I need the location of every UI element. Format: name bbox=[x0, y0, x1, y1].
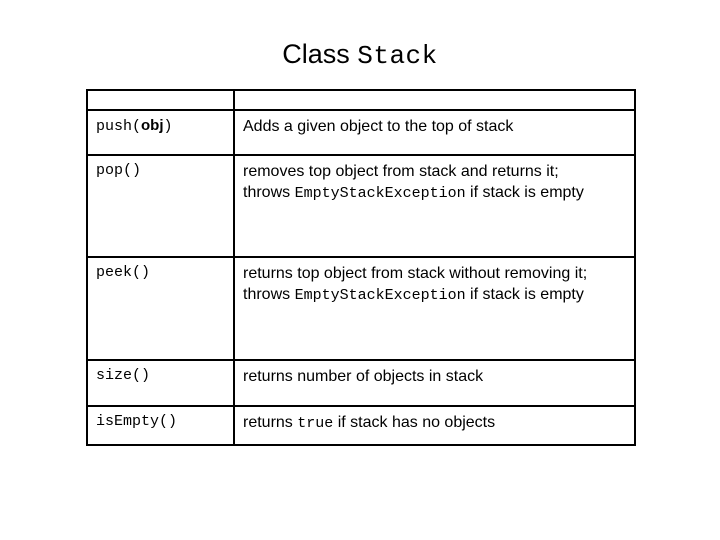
method-description-isempty: returns true if stack has no objects bbox=[233, 405, 636, 446]
method-description-push: Adds a given object to the top of stack bbox=[233, 109, 636, 156]
method-signature-push: push(obj) bbox=[86, 109, 235, 156]
stack-methods-table: push(obj) Adds a given object to the top… bbox=[86, 89, 636, 446]
desc-segment-code: true bbox=[297, 415, 334, 432]
signature-prefix: size() bbox=[96, 367, 151, 384]
signature-prefix: peek() bbox=[96, 264, 151, 281]
method-signature-peek: peek() bbox=[86, 256, 235, 361]
page-title-code: Stack bbox=[357, 41, 438, 71]
table-row: peek() returns top object from stack wit… bbox=[86, 256, 636, 361]
desc-segment: Adds a given object to the top of stack bbox=[243, 118, 514, 135]
method-signature-pop: pop() bbox=[86, 154, 235, 258]
header-cell-signature bbox=[86, 89, 235, 111]
table-row: isEmpty() returns true if stack has no o… bbox=[86, 405, 636, 446]
table-header-row bbox=[86, 89, 636, 111]
desc-segment: returns number of objects in stack bbox=[243, 368, 484, 385]
method-description-size: returns number of objects in stack bbox=[233, 359, 636, 407]
page-title: Class Stack bbox=[0, 38, 720, 72]
table-row: size() returns number of objects in stac… bbox=[86, 359, 636, 407]
desc-segment: if stack has no objects bbox=[333, 414, 496, 431]
desc-segment: returns bbox=[243, 414, 298, 431]
desc-segment: removes top object from stack and return… bbox=[243, 163, 559, 180]
method-signature-isempty: isEmpty() bbox=[86, 405, 235, 446]
desc-segment: throws bbox=[243, 286, 295, 303]
signature-suffix: ) bbox=[163, 118, 173, 135]
method-description-peek: returns top object from stack without re… bbox=[233, 256, 636, 361]
table-body: push(obj) Adds a given object to the top… bbox=[86, 89, 636, 446]
desc-segment-code: EmptyStackException bbox=[294, 185, 466, 202]
desc-segment: returns top object from stack without re… bbox=[243, 265, 588, 282]
desc-segment: throws bbox=[243, 184, 295, 201]
table-row: pop() removes top object from stack and … bbox=[86, 154, 636, 258]
desc-segment: if stack is empty bbox=[465, 184, 584, 201]
table-row: push(obj) Adds a given object to the top… bbox=[86, 109, 636, 156]
signature-prefix: isEmpty() bbox=[96, 413, 178, 430]
method-description-pop: removes top object from stack and return… bbox=[233, 154, 636, 258]
signature-param: obj bbox=[141, 117, 164, 134]
signature-prefix: push( bbox=[96, 118, 142, 135]
desc-segment: if stack is empty bbox=[465, 286, 584, 303]
method-signature-size: size() bbox=[86, 359, 235, 407]
signature-prefix: pop() bbox=[96, 162, 142, 179]
header-cell-description bbox=[233, 89, 636, 111]
page-title-prefix: Class bbox=[282, 39, 358, 69]
desc-segment-code: EmptyStackException bbox=[294, 287, 466, 304]
